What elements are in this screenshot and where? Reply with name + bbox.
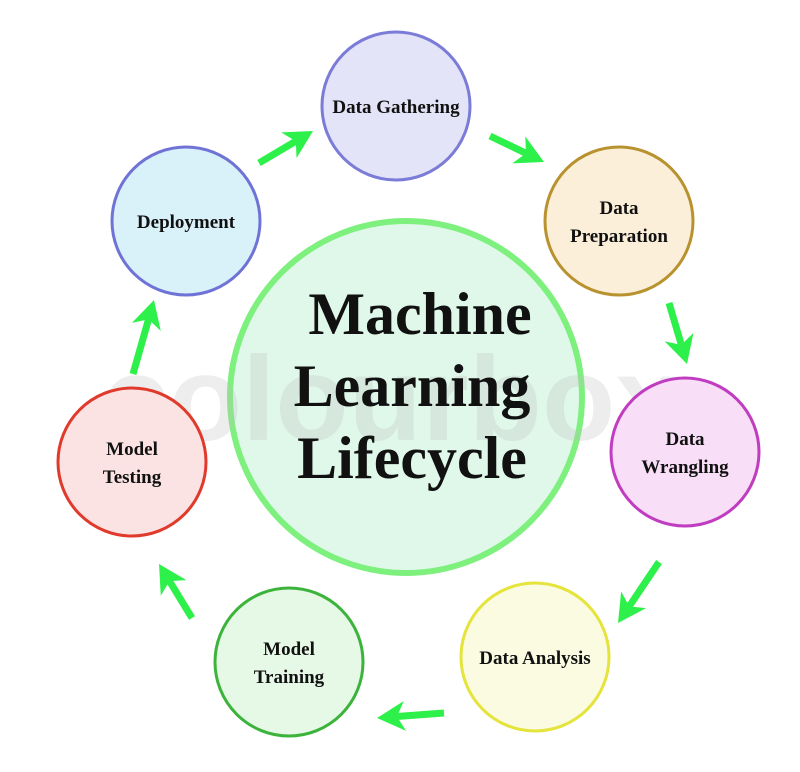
stage-circle xyxy=(459,581,611,733)
arrow-icon xyxy=(618,560,662,623)
stage-deployment: Deployment xyxy=(110,145,262,297)
stage-circle xyxy=(543,145,695,297)
stage-label: Model xyxy=(106,439,158,460)
stage-circle xyxy=(320,30,472,182)
stage-label: Model xyxy=(263,639,315,660)
stage-label: Data Analysis xyxy=(479,648,590,669)
stage-label: Data Gathering xyxy=(332,97,460,118)
title-line-1: Machine xyxy=(308,281,531,347)
stage-circle xyxy=(56,386,208,538)
arrow-icon xyxy=(664,302,694,364)
title-line-3: Lifecycle xyxy=(297,425,527,491)
arrow-icon xyxy=(377,700,445,731)
arrow-icon xyxy=(488,132,544,164)
stage-label: Wrangling xyxy=(641,457,729,478)
stage-label: Data xyxy=(599,198,639,219)
stage-label: Data xyxy=(665,429,705,450)
arrow-icon xyxy=(129,300,161,375)
stage-label: Preparation xyxy=(570,226,668,247)
arrow-icon xyxy=(159,564,195,620)
stage-data-analysis: Data Analysis xyxy=(459,581,611,733)
stage-circle xyxy=(213,586,365,738)
arrow-icon xyxy=(257,131,313,167)
stage-label: Deployment xyxy=(137,212,236,233)
stage-data-gathering: Data Gathering xyxy=(320,30,472,182)
stage-label: Training xyxy=(254,667,325,688)
title-line-2: Learning xyxy=(294,353,531,419)
stage-label: Testing xyxy=(103,467,162,488)
stage-circle xyxy=(110,145,262,297)
stage-circle xyxy=(609,376,761,528)
center-circle xyxy=(227,218,585,576)
